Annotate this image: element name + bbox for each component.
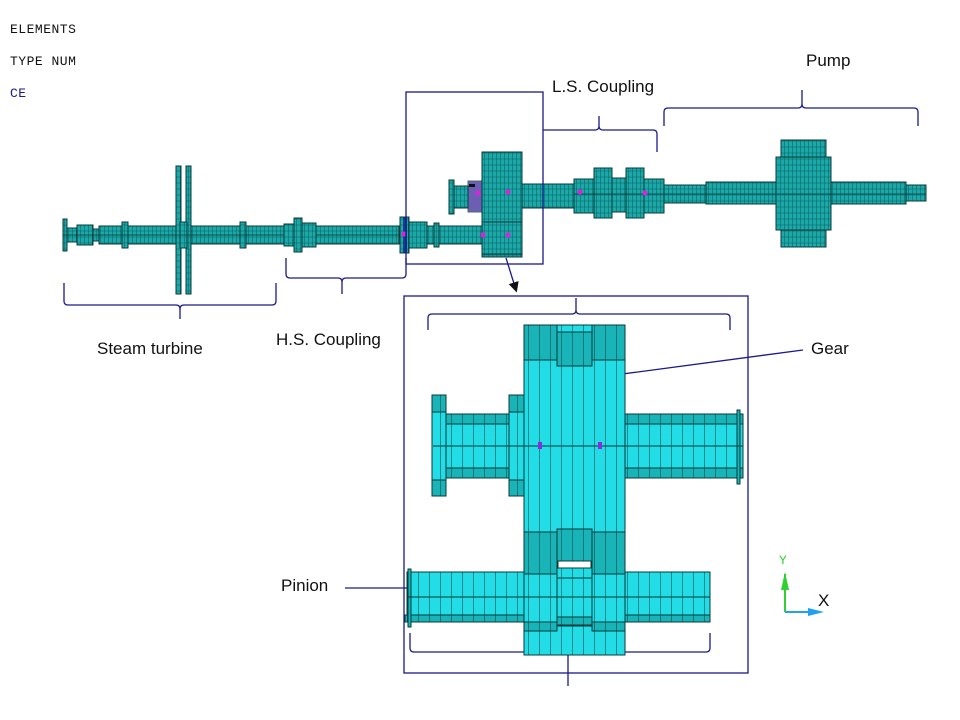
- header-elements: ELEMENTS: [10, 22, 77, 37]
- gearbox-detail-box: [403, 295, 749, 674]
- gear-brace: [427, 298, 731, 330]
- header-ce: CE: [10, 86, 27, 101]
- ls-coupling-brace: [543, 116, 658, 152]
- label-ls-coupling: L.S. Coupling: [552, 77, 655, 96]
- ce-markers-main: [401, 189, 648, 238]
- label-pump: Pump: [806, 51, 851, 70]
- label-pinion: Pinion: [281, 576, 329, 595]
- label-hs-coupling: H.S. Coupling: [276, 330, 381, 349]
- axis-triad: [781, 572, 824, 616]
- axis-x-label: X: [818, 591, 830, 610]
- pinion-detail: [404, 568, 711, 632]
- gearbox-main: [448, 151, 575, 258]
- pump-rotor: [663, 139, 927, 248]
- steam-turbine-brace: [63, 283, 277, 319]
- label-steam-turbine: Steam turbine: [97, 339, 203, 358]
- ce-markers-detail: [538, 442, 602, 449]
- axis-y-label: Y: [779, 553, 787, 568]
- pump-brace: [663, 90, 919, 126]
- gearbox-zoom-box: [405, 91, 544, 265]
- steam-turbine-rotor: [62, 165, 400, 295]
- ls-coupling-rotor: [573, 167, 665, 219]
- gear-leader-line: [599, 349, 804, 378]
- header-type-num: TYPE NUM: [10, 54, 77, 69]
- label-gear: Gear: [811, 339, 849, 358]
- y-axis-arrow-icon: [781, 572, 789, 590]
- hs-coupling-brace: [285, 258, 407, 294]
- x-axis-arrow-icon: [808, 608, 824, 616]
